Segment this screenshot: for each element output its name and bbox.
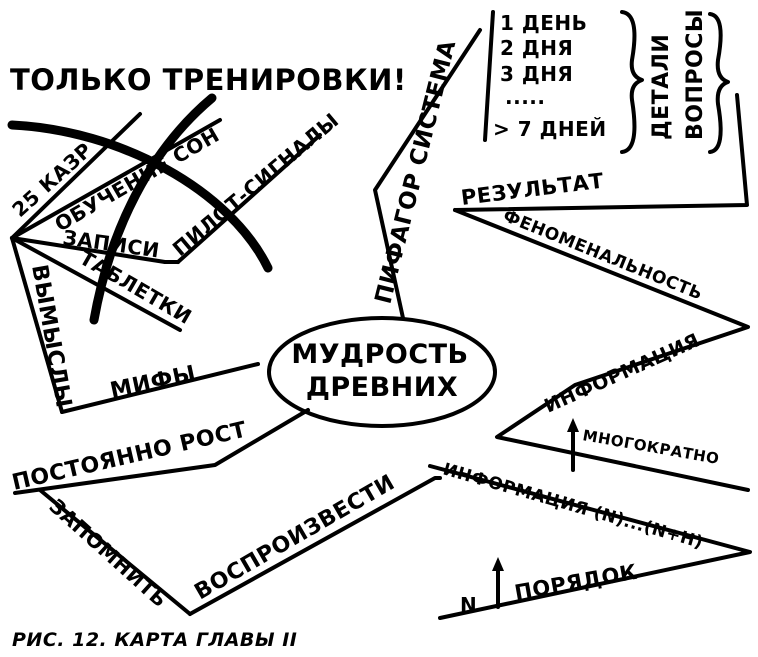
bottom-branch-lines — [13, 408, 752, 620]
order-label: ПОРЯДОК — [513, 560, 639, 605]
day-item: 3 ДНЯ — [500, 62, 573, 86]
questions-label: ВОПРОСЫ — [683, 9, 708, 140]
constant-growth-label: ПОСТОЯННО РОСТ — [10, 417, 250, 495]
center-line2: ДРЕВНИХ — [306, 372, 458, 403]
only-training-label: ТОЛЬКО ТРЕНИРОВКИ! — [10, 63, 407, 97]
strike-curve-1 — [7, 120, 273, 273]
fiction-label: ВЫМЫСЛЫ — [26, 263, 76, 410]
remember-label: ЗАПОМНИТЬ — [45, 494, 173, 612]
day-brackets — [620, 10, 730, 154]
day-item: > 7 ДНЕЙ — [493, 117, 607, 141]
phenomenal-label: ФЕНОМЕНАЛЬНОСТЬ — [500, 206, 705, 304]
result-label: РЕЗУЛЬТАТ — [460, 169, 606, 210]
reproduce-label: ВОСПРОИЗВЕСТИ — [191, 470, 400, 605]
myths-label: МИФЫ — [108, 361, 198, 404]
center-line1: МУДРОСТЬ — [291, 339, 468, 370]
day-item: 2 ДНЯ — [500, 36, 573, 60]
n-label: N — [460, 593, 477, 617]
figure-caption: РИС. 12. КАРТА ГЛАВЫ II — [12, 629, 297, 651]
days-list: 1 ДЕНЬ 2 ДНЯ 3 ДНЯ ..... > 7 ДНЕЙ — [493, 11, 607, 141]
repeatedly-label: МНОГОКРАТНО — [581, 426, 720, 468]
strike-curve-2 — [89, 93, 217, 325]
information-label: ИНФОРМАЦИЯ — [541, 329, 703, 417]
details-label: ДЕТАЛИ — [649, 34, 674, 140]
arrows — [492, 418, 579, 609]
day-item: ..... — [505, 85, 546, 109]
day-item: 1 ДЕНЬ — [500, 11, 587, 35]
center-ellipse — [267, 316, 497, 428]
left-branch-lines — [10, 112, 322, 414]
top-branch-lines — [373, 10, 750, 492]
